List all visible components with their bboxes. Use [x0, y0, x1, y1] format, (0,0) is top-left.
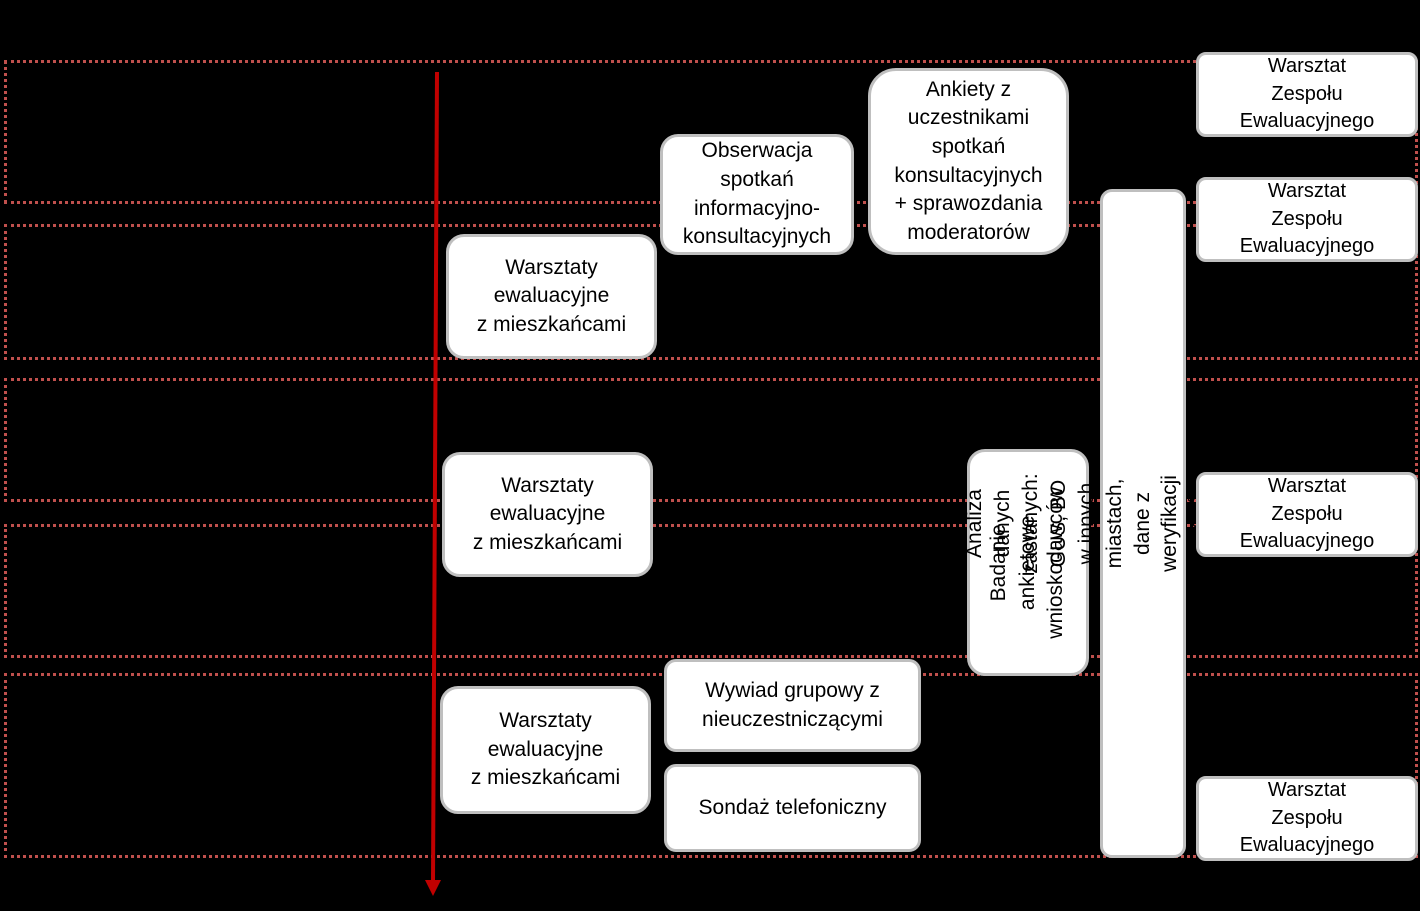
team-workshop-box-3: Warsztat Zespołu Ewaluacyjnego	[1196, 472, 1418, 557]
team-workshop-box-1: Warsztat Zespołu Ewaluacyjnego	[1196, 52, 1418, 137]
workshops-label-3: Warsztaty ewaluacyjne z mieszkańcami	[470, 709, 621, 790]
group-interview-label: Wywiad grupowy z nieuczestniczącymi	[702, 678, 883, 731]
team-workshop-box-4: Warsztat Zespołu Ewaluacyjnego	[1196, 776, 1418, 861]
team-workshop-label-3: Warsztat Zespołu Ewaluacyjnego	[1239, 475, 1375, 553]
team-workshop-box-2: Warsztat Zespołu Ewaluacyjnego	[1196, 177, 1418, 262]
phase-band-4	[4, 524, 1418, 658]
applicant-survey-box: Badanie ankietowe wnioskodawców	[967, 449, 1089, 676]
observation-label: Obserwacja spotkań informacyjno- konsult…	[682, 139, 832, 249]
workshops-label-1: Warsztaty ewaluacyjne z mieszkańcami	[476, 255, 627, 336]
team-workshop-label-4: Warsztat Zespołu Ewaluacyjnego	[1239, 779, 1375, 857]
team-workshop-label-1: Warsztat Zespołu Ewaluacyjnego	[1239, 55, 1375, 133]
workshops-box-2: Warsztaty ewaluacyjne z mieszkańcami	[442, 452, 653, 577]
phone-survey-label: Sondaż telefoniczny	[698, 795, 887, 819]
phone-survey-box: Sondaż telefoniczny	[664, 764, 921, 852]
team-workshop-label-2: Warsztat Zespołu Ewaluacyjnego	[1239, 180, 1375, 258]
observation-box: Obserwacja spotkań informacyjno- konsult…	[660, 134, 854, 255]
surveys-label: Ankiety z uczestnikami spotkań konsultac…	[894, 77, 1043, 244]
workshops-label-2: Warsztaty ewaluacyjne z mieszkańcami	[472, 473, 623, 554]
surveys-box: Ankiety z uczestnikami spotkań konsultac…	[868, 68, 1069, 255]
phase-band-3	[4, 378, 1418, 502]
workshops-box-1: Warsztaty ewaluacyjne z mieszkańcami	[446, 234, 657, 359]
desk-research-box: Analiza danych zastanych: GUS, BO w inny…	[964, 189, 1322, 858]
workshops-box-3: Warsztaty ewaluacyjne z mieszkańcami	[440, 686, 651, 814]
group-interview-box: Wywiad grupowy z nieuczestniczącymi	[664, 659, 921, 752]
